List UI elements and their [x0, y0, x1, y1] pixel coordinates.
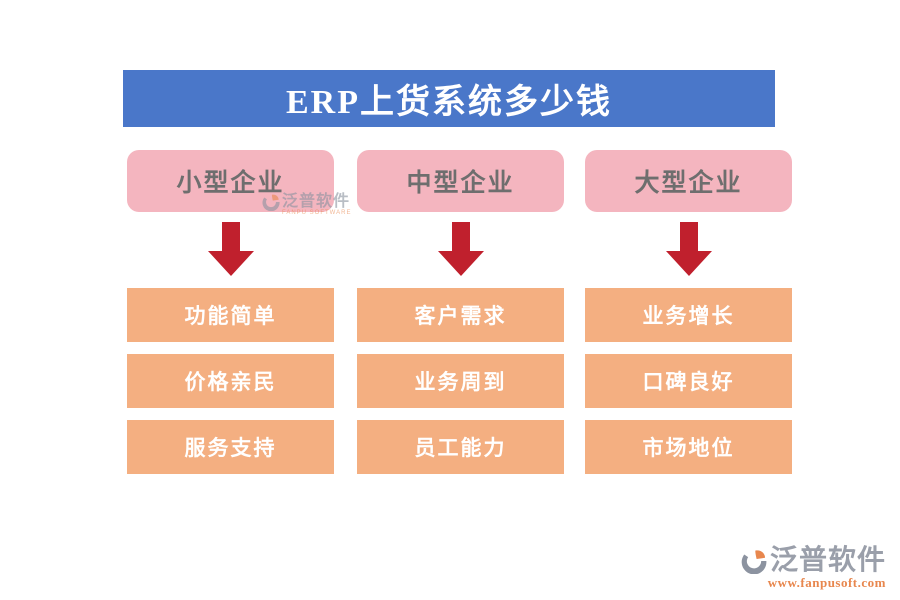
feature-label: 口碑良好	[642, 370, 735, 394]
feature-box: 客户需求	[357, 288, 564, 342]
footer-brand-block: 泛普软件 www.fanpusoft.com	[741, 547, 886, 590]
feature-box: 口碑良好	[585, 354, 792, 408]
category-label: 中型企业	[406, 170, 515, 197]
feature-label: 客户需求	[414, 304, 507, 328]
category-box-large-enterprise: 大型企业	[585, 150, 792, 212]
feature-label: 服务支持	[184, 436, 277, 460]
page-title: ERP上货系统多少钱	[286, 84, 612, 121]
category-box-medium-enterprise: 中型企业	[357, 150, 564, 212]
title-banner: ERP上货系统多少钱	[123, 70, 775, 127]
footer-url: www.fanpusoft.com	[767, 575, 886, 590]
category-label: 大型企业	[634, 170, 743, 197]
feature-box: 服务支持	[127, 420, 334, 474]
watermark-brand: 泛普软件	[282, 193, 351, 210]
feature-label: 价格亲民	[184, 370, 277, 394]
down-arrow-icon	[438, 222, 484, 276]
feature-box: 业务增长	[585, 288, 792, 342]
watermark: 泛普软件 FANPU SOFTWARE	[262, 193, 351, 217]
category-label: 小型企业	[176, 170, 285, 197]
fanpu-logo-icon	[741, 550, 767, 574]
feature-box: 员工能力	[357, 420, 564, 474]
down-arrow-icon	[666, 222, 712, 276]
feature-label: 业务周到	[414, 370, 507, 394]
feature-label: 功能简单	[184, 304, 277, 328]
feature-box: 价格亲民	[127, 354, 334, 408]
feature-box: 市场地位	[585, 420, 792, 474]
footer-brand-name: 泛普软件	[769, 545, 886, 576]
feature-label: 员工能力	[414, 436, 507, 460]
feature-label: 业务增长	[642, 304, 735, 328]
down-arrow-icon	[208, 222, 254, 276]
category-box-small-enterprise: 小型企业	[127, 150, 334, 212]
feature-box: 业务周到	[357, 354, 564, 408]
feature-box: 功能简单	[127, 288, 334, 342]
watermark-subtext: FANPU SOFTWARE	[282, 210, 352, 216]
fanpu-logo-icon	[262, 194, 280, 211]
feature-label: 市场地位	[642, 436, 735, 460]
